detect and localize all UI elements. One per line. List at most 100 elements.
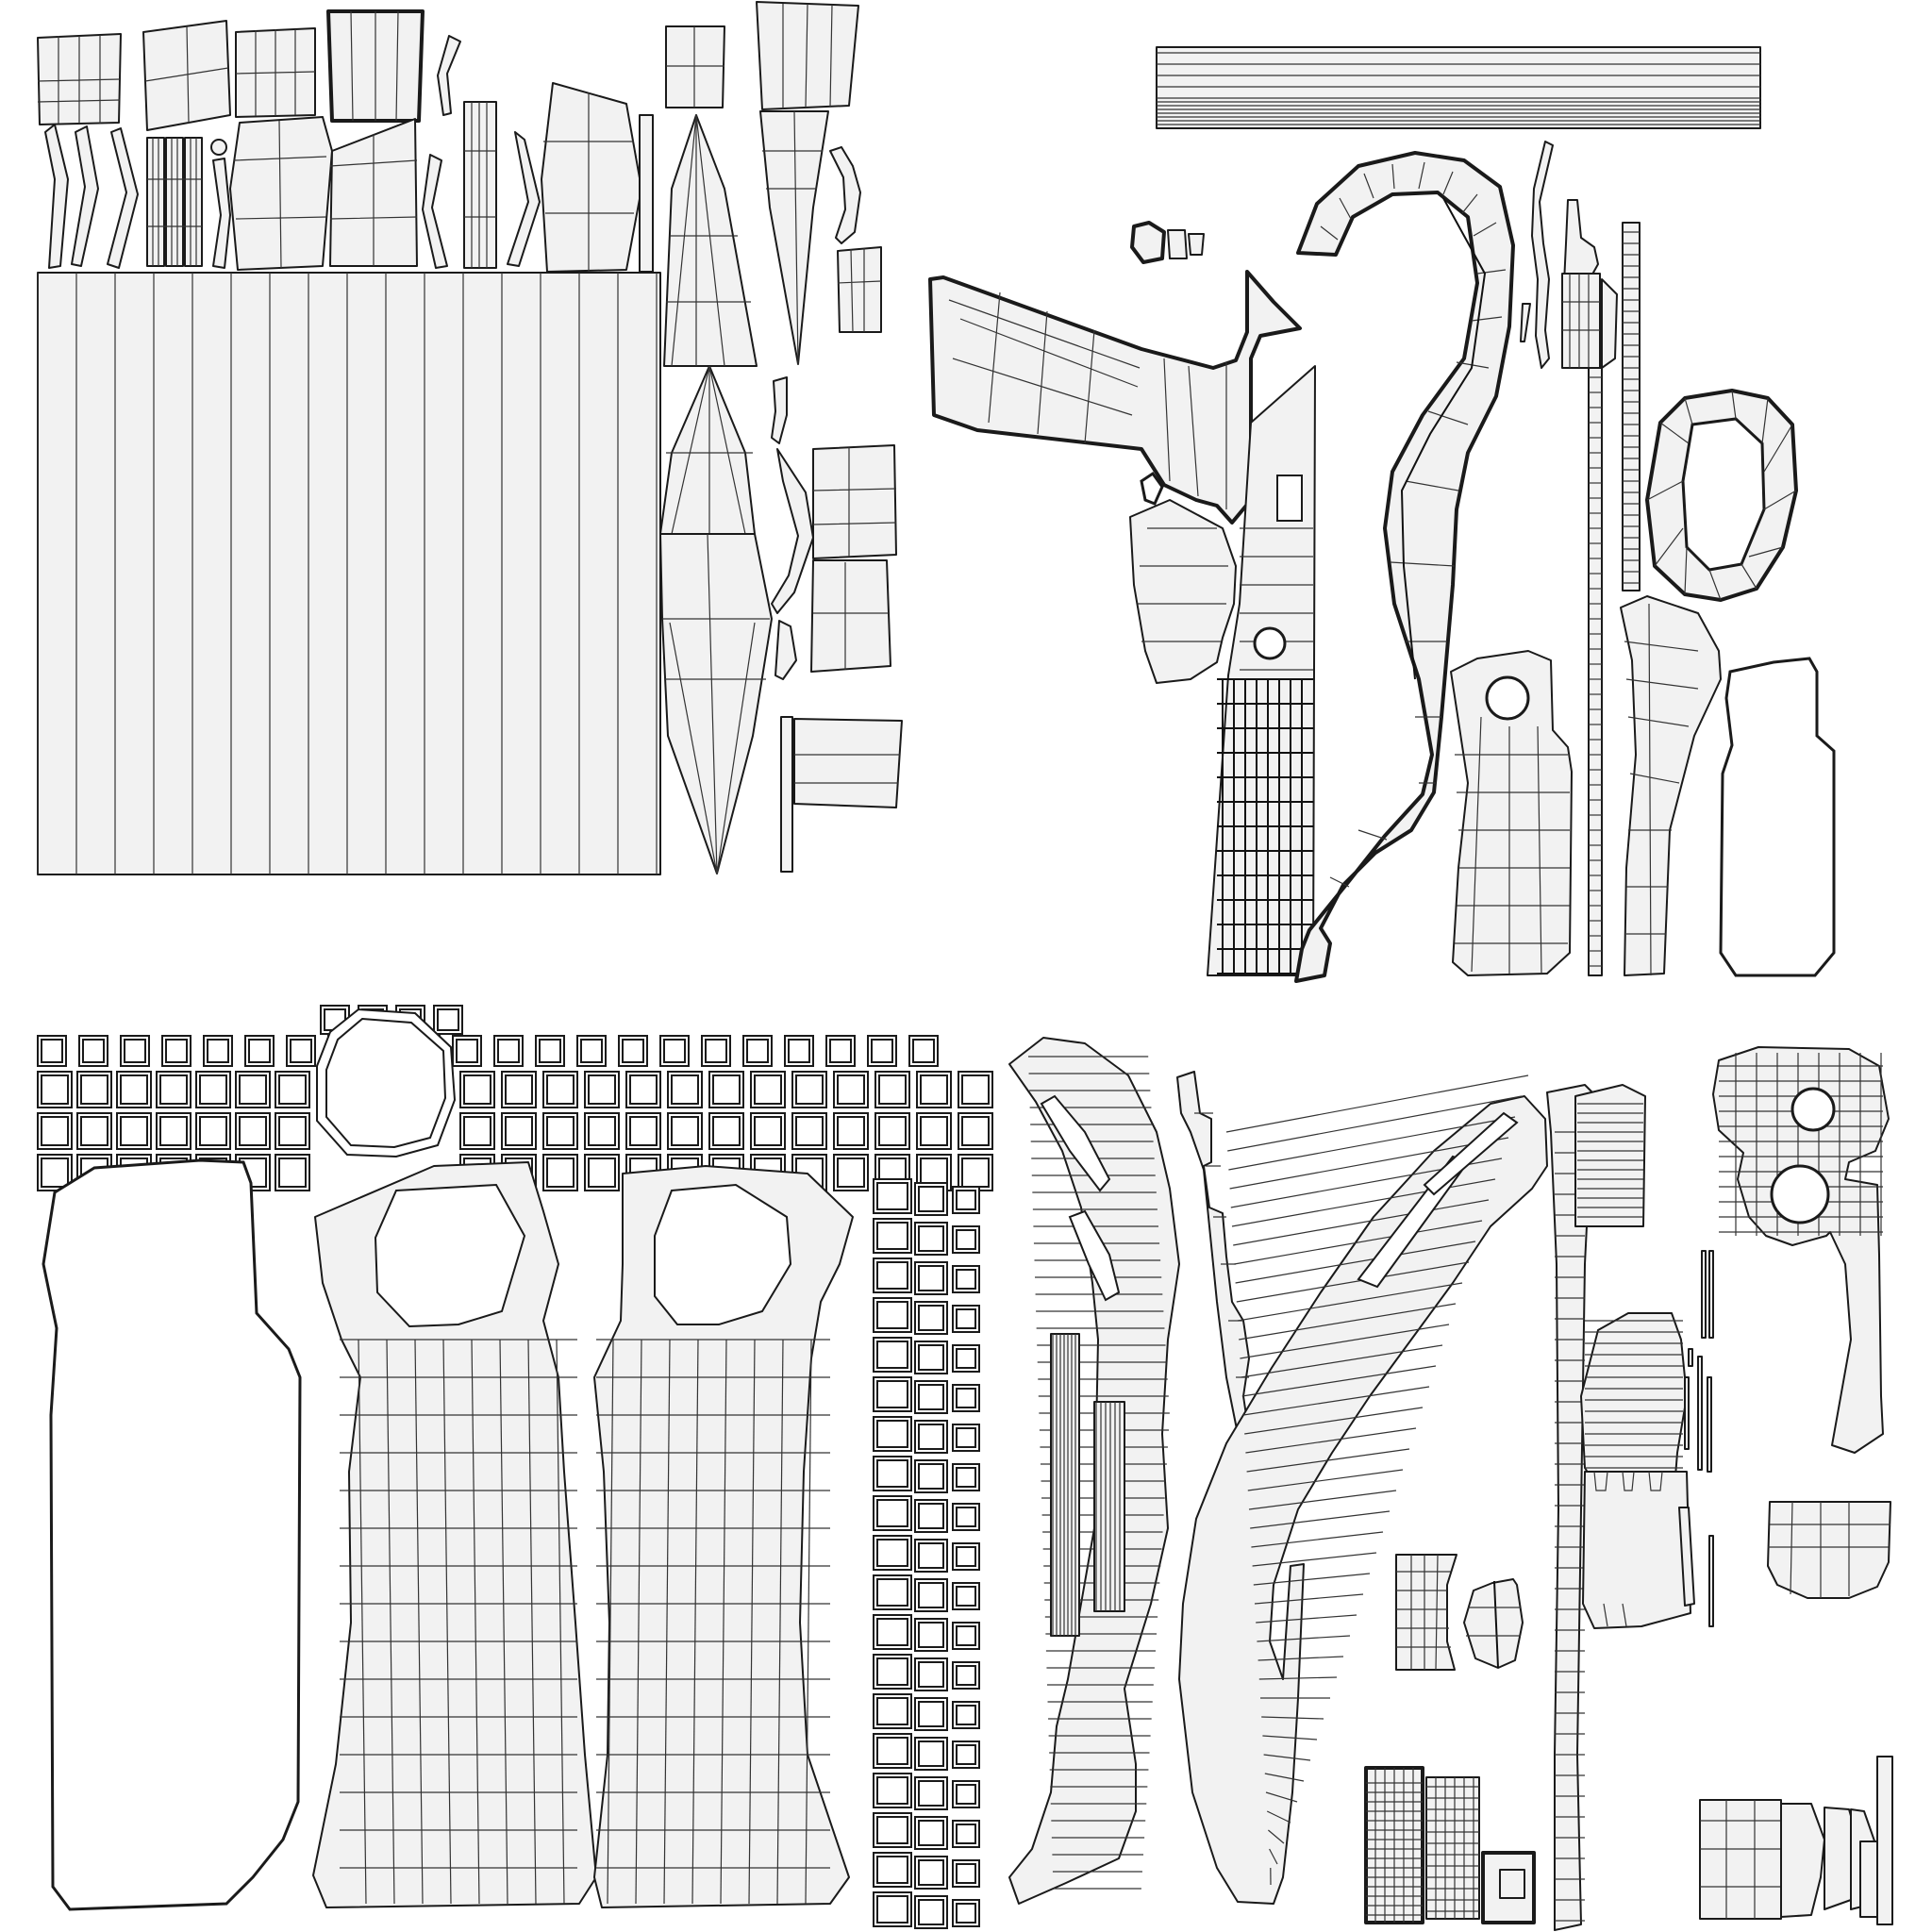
small-frame: [156, 1112, 192, 1150]
small-frame: [874, 1112, 910, 1150]
small-frame: [873, 1654, 912, 1690]
small-frame: [76, 1112, 112, 1150]
bottom-left-group: [37, 1005, 993, 1929]
bunched-panel-shell: [1580, 1312, 1688, 1510]
small-frame: [459, 1071, 495, 1108]
small-frame: [914, 1182, 948, 1216]
small-frame: [958, 1154, 993, 1191]
small-frame: [701, 1035, 731, 1067]
small-frame: [116, 1112, 152, 1150]
small-frame: [750, 1071, 786, 1108]
tapered-column-top: [665, 25, 725, 108]
small-frame: [275, 1112, 310, 1150]
small-frame: [501, 1071, 537, 1108]
thin-rod-shell: [1684, 1250, 1714, 1627]
small-frame: [914, 1697, 948, 1731]
small-frame: [908, 1035, 939, 1067]
small-frame: [952, 1186, 980, 1214]
small-frame: [914, 1222, 948, 1256]
small-frame: [116, 1071, 152, 1108]
small-frame: [874, 1071, 910, 1108]
thin-strip: [639, 114, 654, 273]
small-frame: [914, 1657, 948, 1691]
small-frame: [625, 1112, 661, 1150]
small-frame-column: [873, 1178, 980, 1929]
small-frame: [244, 1035, 275, 1067]
small-frame: [37, 1071, 73, 1108]
small-frame: [958, 1112, 993, 1150]
curved-strip: [71, 125, 99, 267]
small-frame: [708, 1112, 744, 1150]
small-frame: [618, 1035, 648, 1067]
small-frame: [791, 1071, 827, 1108]
curved-strip: [44, 124, 69, 269]
cap-shell: [1767, 1501, 1891, 1599]
small-frame: [161, 1035, 192, 1067]
small-frame: [873, 1495, 912, 1531]
small-frame: [452, 1035, 482, 1067]
small-frame: [914, 1261, 948, 1295]
small-frame: [867, 1035, 897, 1067]
small-frame: [667, 1071, 703, 1108]
tapered-spindle-shell: [659, 533, 773, 874]
small-circle-shell: [210, 139, 227, 156]
small-frame: [952, 1701, 980, 1729]
small-frame: [873, 1614, 912, 1650]
small-frame: [952, 1780, 980, 1808]
ring-shell: [1645, 389, 1798, 602]
small-frame: [286, 1035, 316, 1067]
small-grid-shell: [1364, 1766, 1536, 1924]
curved-strip: [437, 35, 461, 116]
small-frame: [873, 1693, 912, 1729]
strap-shell: [1620, 595, 1722, 976]
small-panel: [326, 9, 425, 123]
small-frame: [235, 1071, 271, 1108]
small-grid-shell: [1395, 1554, 1457, 1671]
small-frame: [914, 1380, 948, 1414]
small-frame: [952, 1225, 980, 1254]
small-panel: [837, 246, 882, 333]
bottom-right-group: [1008, 1037, 1893, 1931]
curved-strip: [212, 158, 231, 269]
small-frame: [37, 1035, 67, 1067]
small-frame: [833, 1071, 869, 1108]
thin-strip: [780, 716, 793, 873]
small-frame: [873, 1337, 912, 1373]
large-grid-panel: [593, 1165, 854, 1908]
small-frame: [916, 1071, 952, 1108]
tapered-spindle-shell: [759, 110, 829, 365]
small-frame: [833, 1112, 869, 1150]
large-grid-panel: [312, 1161, 597, 1908]
small-frame: [156, 1071, 192, 1108]
slide-piece-shell: [1582, 1471, 1695, 1629]
medium-panel: [541, 82, 642, 273]
small-frame: [873, 1218, 912, 1254]
small-frame: [914, 1539, 948, 1573]
small-frame: [708, 1071, 744, 1108]
small-frame: [195, 1112, 231, 1150]
thin-rod-shell: [1588, 367, 1603, 976]
small-frame: [873, 1297, 912, 1333]
small-frame: [535, 1035, 565, 1067]
medium-panel: [329, 118, 418, 267]
small-frame: [584, 1112, 620, 1150]
small-frame: [625, 1071, 661, 1108]
magazine-shell: [1178, 1074, 1548, 1905]
small-frame: [203, 1035, 233, 1067]
small-frame: [784, 1035, 814, 1067]
tapered-spindle-shell: [756, 1, 859, 110]
horizontal-bar-shell: [1156, 46, 1761, 129]
medium-panel: [793, 718, 903, 808]
hammer-shell: [1712, 1046, 1890, 1454]
small-frame: [873, 1733, 912, 1769]
small-frame: [916, 1112, 952, 1150]
small-frame: [952, 1622, 980, 1650]
small-frame: [873, 1891, 912, 1927]
small-frame: [952, 1661, 980, 1690]
small-frame: [914, 1737, 948, 1771]
small-frame: [873, 1535, 912, 1571]
small-frame: [914, 1578, 948, 1612]
small-frame: [873, 1773, 912, 1808]
small-frame: [952, 1384, 980, 1412]
small-frame: [37, 1112, 73, 1150]
